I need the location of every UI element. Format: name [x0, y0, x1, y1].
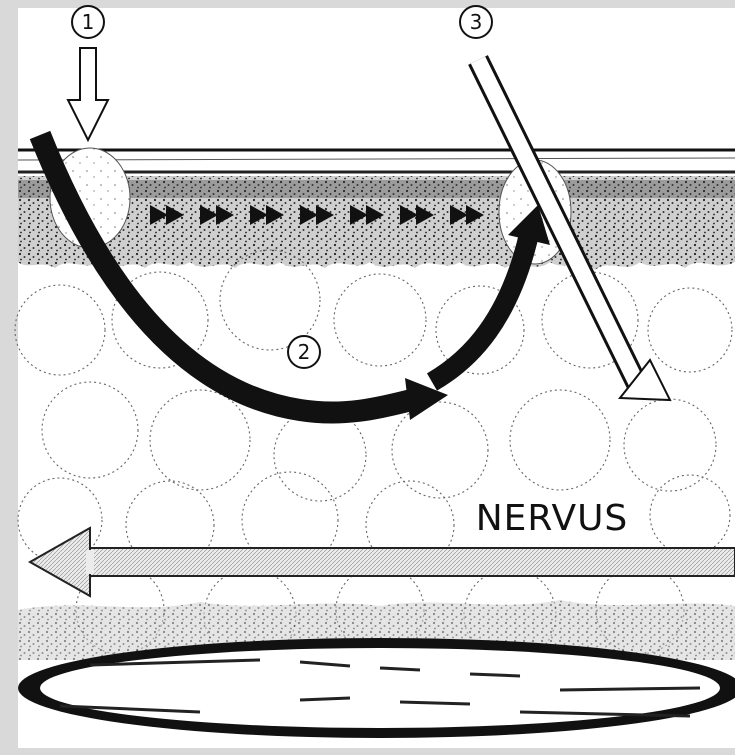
marker-1-label: 1	[82, 10, 95, 34]
marker-3-label: 3	[470, 10, 483, 34]
marker-1: 1	[72, 6, 104, 38]
marker-3: 3	[460, 6, 492, 38]
vessel	[18, 638, 735, 738]
marker-2-label: 2	[298, 340, 311, 364]
nerve-label: NERVUS	[476, 498, 629, 539]
marker-2: 2	[288, 336, 320, 368]
